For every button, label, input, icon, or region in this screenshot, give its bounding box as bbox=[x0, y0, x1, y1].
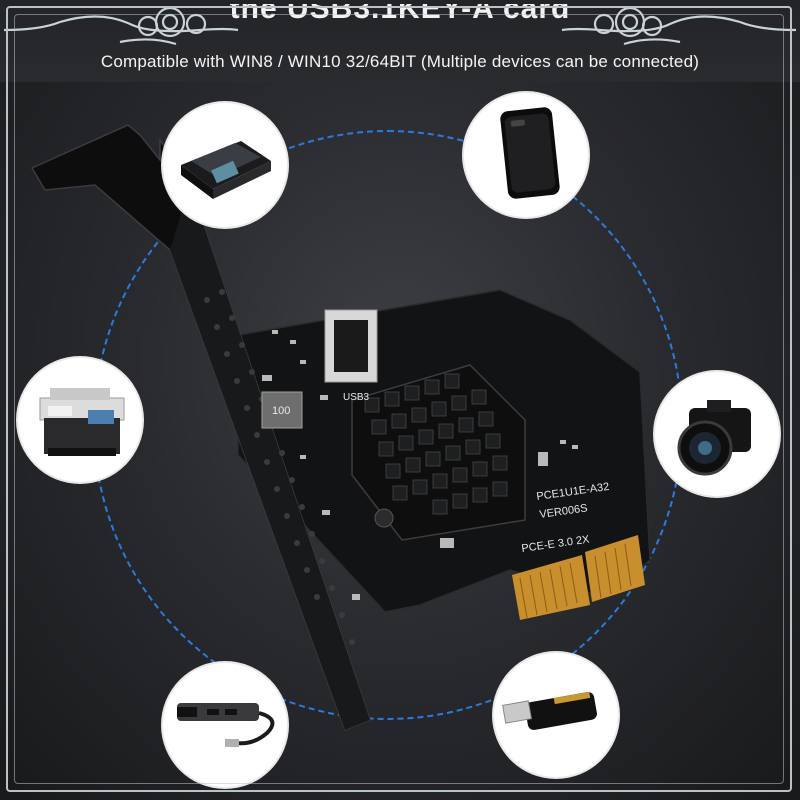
compatibility-text: Compatible with WIN8 / WIN10 32/64BIT (M… bbox=[100, 52, 700, 71]
usb3-port-label: USB3 bbox=[343, 392, 370, 403]
usb-key-a-port bbox=[324, 309, 378, 383]
pcie-gold-fingers bbox=[512, 535, 645, 620]
scanner-device bbox=[163, 103, 287, 227]
printer-device bbox=[18, 358, 142, 482]
right-cloud-ornament-icon bbox=[561, 6, 797, 46]
inductor-label: 100 bbox=[272, 405, 290, 417]
usb-hub-icon bbox=[177, 703, 275, 747]
camera-device bbox=[655, 372, 779, 496]
outer-frame bbox=[6, 6, 792, 792]
printer-icon bbox=[39, 388, 125, 456]
dslr-camera-icon bbox=[677, 400, 751, 476]
inductor-component bbox=[261, 391, 303, 429]
external-hard-drive-device bbox=[464, 93, 588, 217]
inner-frame bbox=[14, 14, 784, 784]
usb-flash-drive-icon bbox=[502, 691, 597, 730]
heatsink bbox=[351, 364, 526, 541]
external-hard-drive-icon bbox=[500, 107, 560, 199]
scanner-icon bbox=[181, 141, 271, 199]
standoff-screw bbox=[374, 508, 394, 528]
metal-bracket bbox=[30, 124, 371, 731]
left-cloud-ornament-icon bbox=[3, 6, 239, 46]
usb-flash-drive-device bbox=[494, 653, 618, 777]
usb-hub-device bbox=[163, 663, 287, 787]
